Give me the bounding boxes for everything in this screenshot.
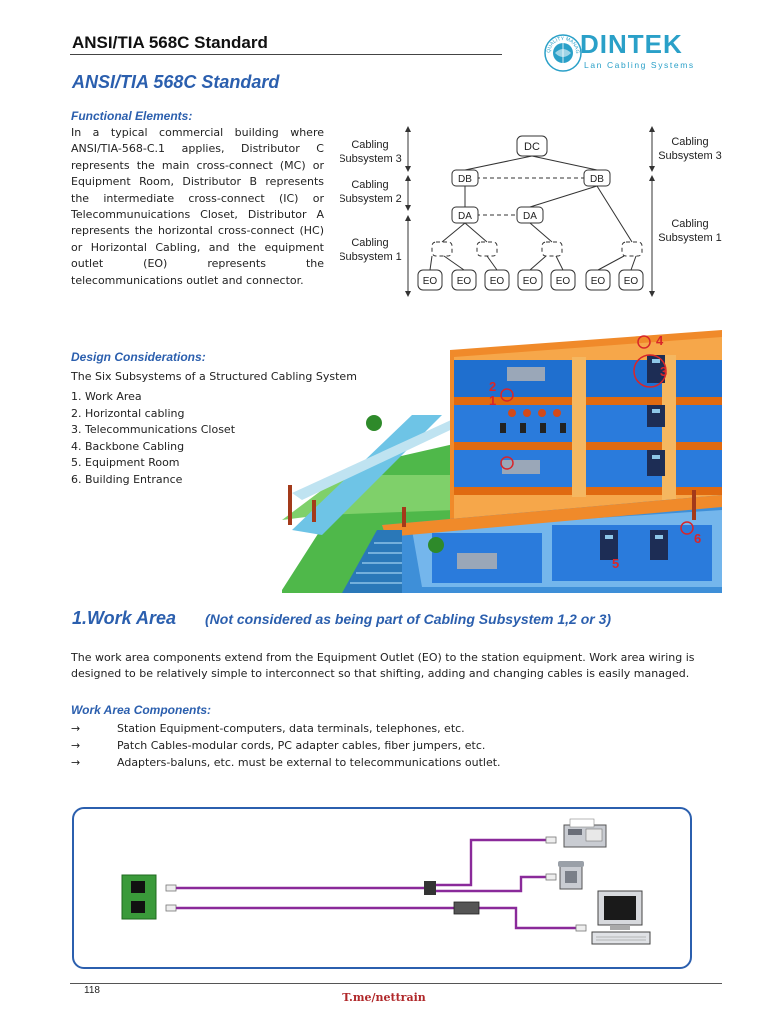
node-eo-3: EO <box>490 276 505 287</box>
list-item: → Station Equipment-computers, data term… <box>71 722 501 739</box>
list-item: 2. Horizontal cabling <box>71 407 235 424</box>
components-list: → Station Equipment-computers, data term… <box>71 722 501 773</box>
left-label-3-line1: Cabling <box>351 237 388 249</box>
node-eo-7: EO <box>624 276 639 287</box>
work-area-description: The work area components extend from the… <box>71 650 737 683</box>
callout-2: 2 <box>489 379 496 394</box>
logo-wordmark: DINTEK <box>580 29 683 60</box>
subsystem-list: 1. Work Area 2. Horizontal cabling 3. Te… <box>71 390 235 490</box>
list-item: 1. Work Area <box>71 390 235 407</box>
design-considerations-intro: The Six Subsystems of a Structured Cabli… <box>71 369 357 385</box>
footer-link[interactable]: T.me/nettrain <box>0 991 768 1004</box>
footer-rule <box>70 983 722 984</box>
functional-elements-text: In a typical commercial building where A… <box>71 125 324 289</box>
callout-3: 3 <box>660 364 667 379</box>
header-rule <box>70 54 502 55</box>
building-cutaway-illustration: 4 3 2 1 5 6 <box>282 325 722 593</box>
list-item: 4. Backbone Cabling <box>71 440 235 457</box>
left-label-2-line2: Subsystem 2 <box>340 193 402 205</box>
callout-4: 4 <box>656 333 664 348</box>
left-label-1-line1: Cabling <box>351 139 388 151</box>
work-area-title: 1.Work Area <box>72 608 176 629</box>
node-eo-2: EO <box>457 276 472 287</box>
fax-machine-icon <box>564 819 606 847</box>
arrow-bullet-icon: → <box>71 722 117 739</box>
arrow-bullet-icon: → <box>71 739 117 756</box>
node-eo-4: EO <box>523 276 538 287</box>
node-da-right: DA <box>523 211 537 222</box>
right-label-1-line2: Subsystem 3 <box>658 150 722 162</box>
cabling-hierarchy-diagram: Cabling Subsystem 3 Cabling Subsystem 2 … <box>340 125 730 300</box>
right-label-2-line1: Cabling <box>671 218 708 230</box>
list-item: → Adapters-baluns, etc. must be external… <box>71 756 501 773</box>
company-seal-icon: QUALITY MANAGEMENT <box>543 33 583 73</box>
list-item: → Patch Cables-modular cords, PC adapter… <box>71 739 501 756</box>
left-label-3-line2: Subsystem 1 <box>340 251 402 263</box>
page-title: ANSI/TIA 568C Standard <box>72 72 279 93</box>
header-title: ANSI/TIA 568C Standard <box>72 33 268 53</box>
component-text: Patch Cables-modular cords, PC adapter c… <box>117 739 485 756</box>
node-db-left: DB <box>458 174 472 185</box>
right-label-2-line2: Subsystem 1 <box>658 232 722 244</box>
node-db-right: DB <box>590 174 604 185</box>
node-dc: DC <box>524 141 540 153</box>
telephone-icon <box>558 861 584 889</box>
work-area-cabling-diagram <box>74 809 690 967</box>
list-item: 3. Telecommunications Closet <box>71 423 235 440</box>
component-text: Station Equipment-computers, data termin… <box>117 722 465 739</box>
node-eo-1: EO <box>423 276 438 287</box>
node-da-left: DA <box>458 211 472 222</box>
work-area-components-heading: Work Area Components: <box>71 703 211 717</box>
work-area-subtitle: (Not considered as being part of Cabling… <box>205 611 611 627</box>
design-considerations-heading: Design Considerations: <box>71 350 206 364</box>
callout-6: 6 <box>694 531 701 546</box>
node-eo-5: EO <box>556 276 571 287</box>
component-text: Adapters-baluns, etc. must be external t… <box>117 756 501 773</box>
arrow-bullet-icon: → <box>71 756 117 773</box>
list-item: 6. Building Entrance <box>71 473 235 490</box>
node-eo-6: EO <box>591 276 606 287</box>
callout-1: 1 <box>489 393 496 408</box>
callout-5: 5 <box>612 556 619 571</box>
left-label-2-line1: Cabling <box>351 179 388 191</box>
left-label-1-line2: Subsystem 3 <box>340 153 402 165</box>
functional-elements-heading: Functional Elements: <box>71 109 192 123</box>
list-item: 5. Equipment Room <box>71 456 235 473</box>
logo-tagline: Lan Cabling Systems <box>584 60 695 70</box>
computer-icon <box>592 891 650 944</box>
right-label-1-line1: Cabling <box>671 136 708 148</box>
